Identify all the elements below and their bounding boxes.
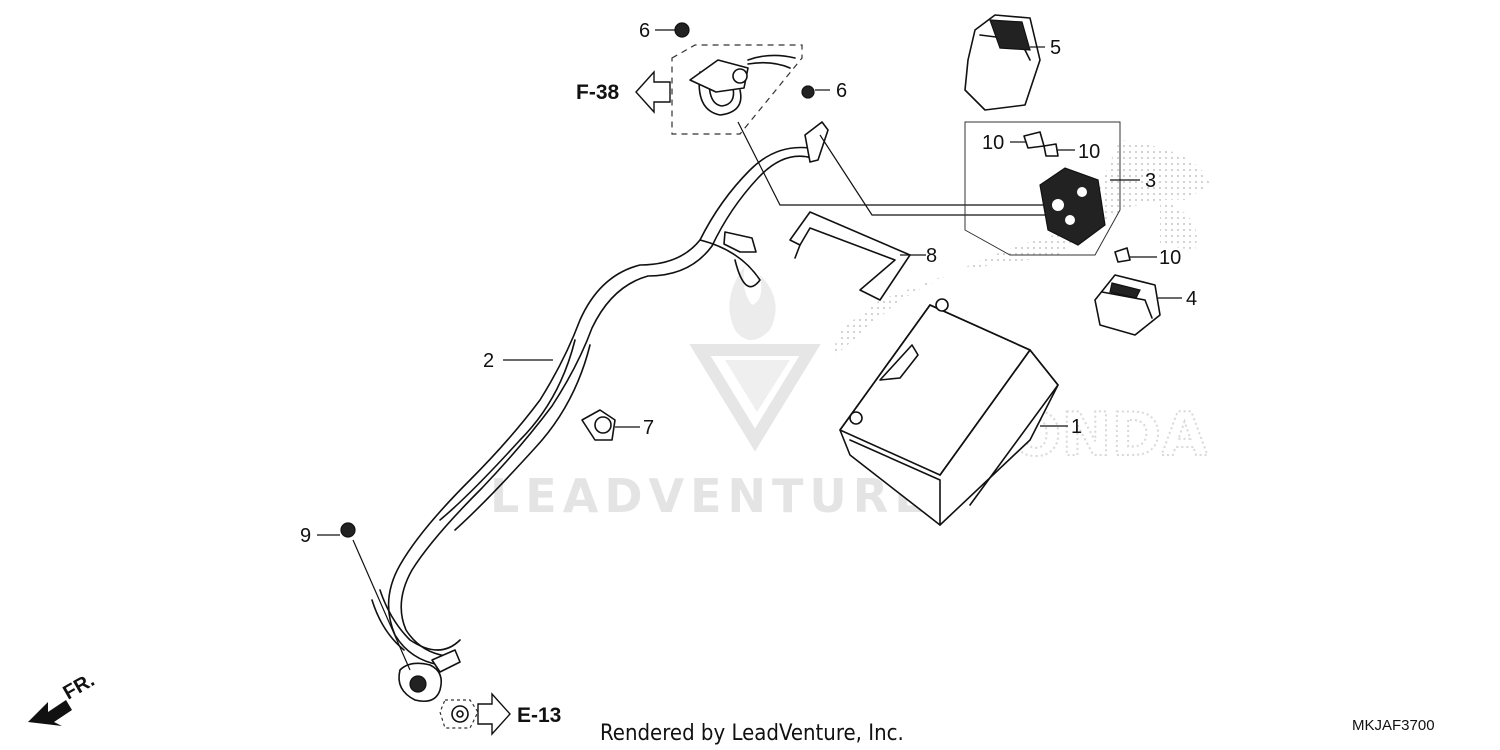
callout-4: 4 bbox=[1186, 288, 1197, 310]
front-direction: FR. bbox=[28, 669, 98, 726]
bolt-right bbox=[801, 85, 815, 99]
harness-clamp bbox=[581, 409, 616, 441]
wire-harness bbox=[371, 121, 829, 703]
front-direction-arrow-icon bbox=[28, 700, 72, 726]
fuse-box bbox=[1094, 274, 1161, 336]
diagram-code: MKJAF3700 bbox=[1352, 717, 1435, 734]
callout-9: 9 bbox=[300, 525, 311, 547]
callout-7: 7 bbox=[643, 417, 654, 439]
callout-10-c: 10 bbox=[1159, 247, 1181, 269]
callout-1: 1 bbox=[1071, 416, 1082, 438]
battery bbox=[839, 298, 1059, 526]
callout-6-top: 6 bbox=[639, 20, 650, 42]
reference-arrow-icon bbox=[477, 692, 511, 736]
ref-f38: F-38 bbox=[576, 70, 671, 114]
leadventure-logo-icon bbox=[689, 265, 821, 452]
ref-f38-label: F-38 bbox=[576, 81, 620, 104]
callout-10-a: 10 bbox=[982, 132, 1004, 154]
front-label: FR. bbox=[60, 669, 99, 704]
callout-5: 5 bbox=[1050, 37, 1061, 59]
callout-3: 3 bbox=[1145, 170, 1156, 192]
bolt-top bbox=[674, 22, 690, 38]
terminal-cover bbox=[964, 14, 1041, 111]
fuses bbox=[1023, 131, 1131, 263]
cable-terminal-inset bbox=[671, 44, 1045, 216]
render-credit: Rendered by LeadVenture, Inc. bbox=[600, 721, 904, 746]
reference-arrow-icon bbox=[635, 70, 671, 114]
battery-band bbox=[789, 211, 911, 301]
ref-e13-label: E-13 bbox=[517, 704, 561, 727]
leader-lines bbox=[317, 29, 1182, 536]
callout-6-right: 6 bbox=[836, 80, 847, 102]
watermark-text: LEADVENTURE bbox=[490, 469, 932, 523]
callout-2: 2 bbox=[483, 350, 494, 372]
nut bbox=[439, 699, 479, 729]
bolt-ground bbox=[340, 522, 356, 538]
ref-e13: E-13 bbox=[477, 692, 561, 736]
starter-relay bbox=[964, 121, 1121, 256]
callout-8: 8 bbox=[926, 245, 937, 267]
callout-10-b: 10 bbox=[1078, 141, 1100, 163]
